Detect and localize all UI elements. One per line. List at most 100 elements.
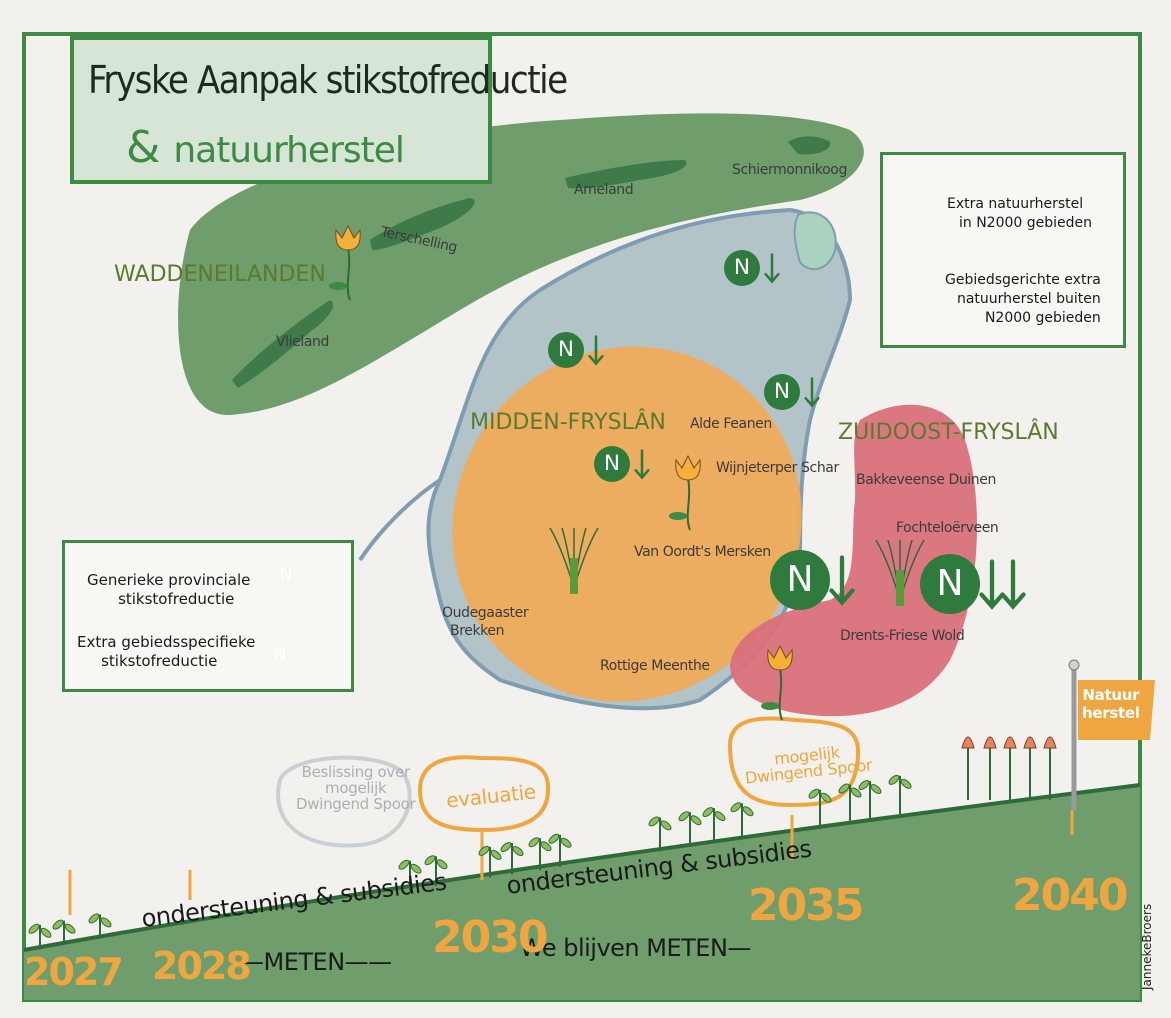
wadden-region [178,113,864,416]
reed-icon [570,558,578,594]
tulip-leaf [761,702,779,710]
title-natuurherstel: natuurherstel [173,130,405,171]
year-2040: 2040 [1012,870,1128,921]
tulip-leaf [329,282,347,290]
n-circle-midden-arrow-icon [634,449,650,480]
tulip-leaf [669,512,687,520]
n-circle-west-arrow-icon [588,335,604,366]
year-2030: 2030 [432,912,548,963]
legend-item-buiten-n2000: Gebiedsgerichte extra natuurherstel buit… [945,271,1101,328]
year-2028: 2028 [152,944,252,988]
sprout-leaf [88,913,100,924]
legend-item-n2000-line2: in N2000 gebieden [959,215,1093,231]
place-ameland: Ameland [574,182,634,198]
sprout-leaf [714,811,726,822]
sprout-leaf [398,859,410,870]
sprout-leaf [702,807,714,818]
place-fochteloerveen: Fochteloërveen [896,520,999,536]
blijven-meten-text: We blijven METEN [520,934,728,962]
place-van-oordts-mersken: Van Oordt's Mersken [634,544,771,560]
tulip-icon [767,644,793,671]
terschelling-island [370,198,475,250]
n-circle-zuidoost-1 [770,550,830,610]
year-2035: 2035 [748,880,864,931]
bud-flower [983,736,997,749]
sprout-leaf [858,780,870,791]
title-line1: Fryske Aanpak stikstofreductie [88,58,568,102]
sprout-leaf [820,792,832,803]
n-circle-legend-1-letter: N [279,564,293,584]
n-circle-noord-arrow-icon [764,253,780,284]
sprout-leaf [52,919,64,930]
n-circle-west-letter: N [557,337,575,362]
legend-gebiedsspecifiek-line1: Extra gebiedsspecifieke [77,633,256,651]
sprout-leaf [900,778,912,789]
n-circle-legend-2-letter: N [273,644,287,664]
n-circles [266,250,1026,668]
place-oudegaaster-brekken: Oudegaaster Brekken [442,604,529,640]
n-circle-zuidoost-2-arrow-icon [1000,559,1026,610]
sprout-leaf [808,788,820,799]
n-circle-zuidoost-2-arrow-icon [979,559,1005,610]
region-zuidoost-fryslan: ZUIDOOST-FRYSLÂN [838,420,1059,445]
legend-item-n2000: Extra natuurherstel in N2000 gebieden [947,195,1092,233]
legend-item-buiten-line2: natuurherstel buiten [956,291,1101,307]
blijven-meten-label: We blijven METEN— [520,934,751,962]
legend-gebiedsspecifiek-line2: stikstofreductie [101,652,218,670]
legend-natuurherstel: Extra natuurherstel in N2000 gebieden Ge… [880,152,1126,348]
place-oudegaaster: Oudegaaster [442,605,529,621]
sprout-leaf [28,923,40,934]
decision-line3: Dwingend Spoor [296,795,416,813]
sprout-leaf [540,841,552,852]
bud-flower [1023,736,1037,749]
n-circle-west [548,332,584,368]
place-brekken: Brekken [450,623,505,639]
bud-flower [1003,736,1017,749]
n-circle-midden [594,446,630,482]
sprout-leaf [100,917,112,928]
place-alde-feanen: Alde Feanen [690,416,772,432]
year-2027: 2027 [24,950,124,994]
ameland-island [565,160,687,189]
sprout-leaf [478,845,490,856]
sprout-leaf [424,855,436,866]
sprout-leaf [548,833,560,844]
flag-line1: Natuur [1082,686,1140,704]
title-line2: &natuurherstel [126,122,405,173]
place-vlieland: Vlieland [276,334,329,350]
legend-stikstof: Generieke provinciale stikstofreductie E… [62,540,354,692]
reed-icon [896,570,904,606]
sprout-leaf [678,811,690,822]
sprout-leaf [690,815,702,826]
legend-item-generiek: Generieke provinciale stikstofreductie [87,571,250,609]
sprout-leaf [410,863,422,874]
n-circle-oost-letter: N [773,379,791,404]
tulip-icon [335,224,361,251]
sprout-leaf [500,842,512,853]
region-waddeneilanden: WADDENEILANDEN [114,262,326,287]
flag-text: Natuur herstel [1082,686,1140,722]
n-circle-noord [724,250,760,286]
place-bakkeveense-duinen: Bakkeveense Duinen [856,472,996,488]
legend-item-buiten-line1: Gebiedsgerichte extra [945,272,1101,288]
decision-bubble [276,755,412,848]
sprout-leaf [512,846,524,857]
evaluatie-bubble [417,755,551,833]
sprout-leaf [40,927,52,938]
decision-text: Beslissing over mogelijk Dwingend Spoor [296,764,416,813]
sprout-leaf [648,816,660,827]
title-box: Fryske Aanpak stikstofreductie &natuurhe… [70,36,568,184]
afsluitdijk [358,478,442,562]
mogelijk-bubble [727,716,861,808]
sprout-leaf [64,923,76,934]
signature: JannekeBroers [1140,903,1154,990]
n-circle-noord-letter: N [733,255,751,280]
sprout-leaf [730,802,742,813]
place-wijnjeterper-schar: Wijnjeterper Schar [716,460,839,476]
place-drents-friese-wold: Drents-Friese Wold [840,628,965,644]
schiermonnikoog-island [788,136,831,155]
legend-item-n2000-line1: Extra natuurherstel [947,196,1084,212]
region-midden-fryslan: MIDDEN-FRYSLÂN [470,410,666,435]
